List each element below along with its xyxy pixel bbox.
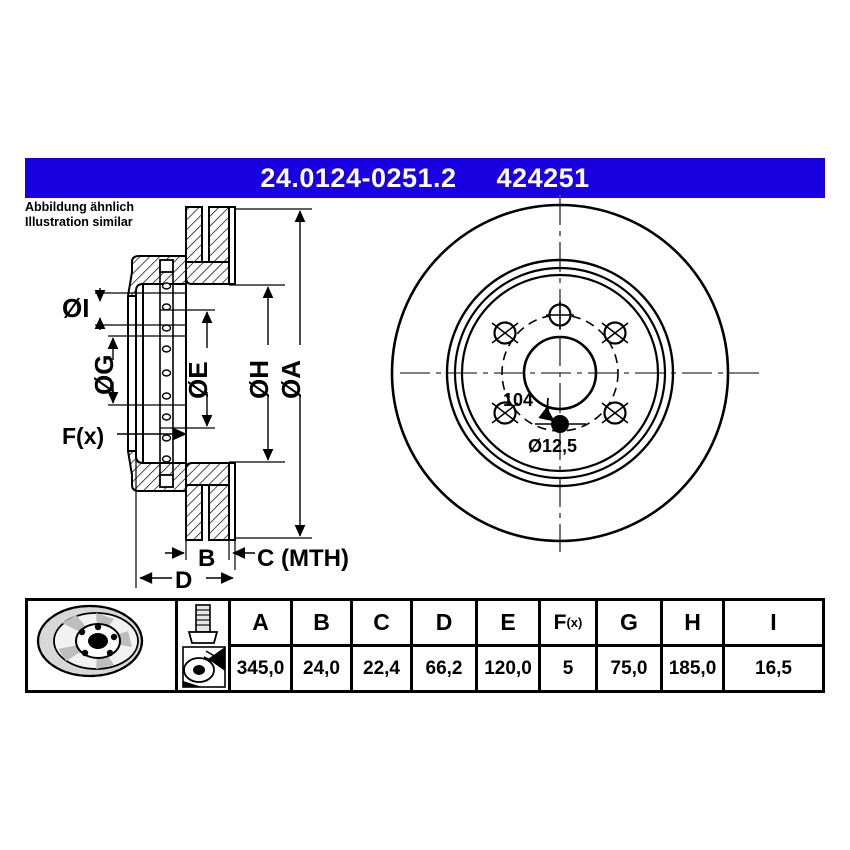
hat-outer-circle	[445, 258, 675, 488]
header-cell-fx: F(x)	[541, 601, 598, 644]
hat-inner-circle	[460, 273, 660, 473]
hub-bore-circle	[522, 335, 598, 411]
dimension-b-c: B C (MTH)	[165, 540, 349, 572]
label-d: D	[175, 567, 192, 594]
dimension-dia-a: ØA	[235, 208, 312, 539]
header-cell-g: G	[598, 601, 663, 644]
value-cell-e: 120,0	[478, 647, 541, 690]
label-dia-a: ØA	[276, 360, 306, 399]
dimension-dia-g: ØG	[89, 335, 186, 406]
part-number: 24.0124-0251.2	[260, 162, 457, 193]
bolt-hole	[491, 401, 519, 425]
hub-bell-lower	[126, 450, 187, 492]
hat-mid-circle	[453, 266, 667, 480]
value-cell-a: 345,0	[231, 647, 293, 690]
label-fx: F(x)	[62, 423, 104, 449]
illustration-note: Abbildung ähnlich Illustration similar	[25, 200, 185, 230]
header-cell-i: I	[770, 609, 777, 635]
label-dia-h: ØH	[244, 360, 274, 399]
hub-wall	[127, 256, 187, 491]
header-cell-d: D	[413, 601, 478, 644]
value-cell-g: 75,0	[598, 647, 663, 690]
fx-sub: (x)	[566, 615, 583, 630]
header-cell-b: B	[293, 601, 353, 644]
header-cell-c: C	[353, 601, 413, 644]
header-cell-e: E	[478, 601, 541, 644]
fx-base: F	[553, 610, 567, 634]
brake-disc-icon	[28, 601, 178, 690]
label-c: C (MTH)	[257, 545, 349, 572]
table-columns: A B C D E F(x) G H I 345,0 24,0 22,4 66,…	[231, 601, 822, 690]
label-bolt-circle: 104	[503, 390, 533, 410]
specification-table: A B C D E F(x) G H I 345,0 24,0 22,4 66,…	[25, 598, 825, 693]
disc-outer-circle	[390, 203, 730, 543]
note-line-en: Illustration similar	[25, 215, 133, 229]
dimension-fx: F(x)	[62, 423, 187, 449]
bolt-and-spray-icon	[178, 601, 231, 690]
value-cell-fx: 5	[541, 647, 598, 690]
dimension-dia-i: ØI	[62, 288, 186, 330]
bolt-hole	[546, 301, 574, 329]
value-cell-d: 66,2	[413, 647, 478, 690]
dimension-d: D	[135, 456, 234, 594]
label-dia-g: ØG	[89, 355, 119, 395]
label-dia-e: ØE	[183, 361, 213, 399]
title-bar: 24.0124-0251.2 424251	[25, 158, 825, 198]
bolt-hole	[601, 321, 629, 345]
value-cell-c: 22,4	[353, 647, 413, 690]
bolt-hole	[491, 321, 519, 345]
value-cell-i: 16,5	[755, 657, 792, 679]
value-cell-h: 185,0	[663, 647, 725, 690]
value-cell-b: 24,0	[293, 647, 353, 690]
header-cell-a: A	[231, 601, 293, 644]
cross-section-view: ØI ØG F(x) ØE	[62, 206, 349, 594]
dimension-dia-e: ØE	[160, 309, 215, 429]
reference-number: 424251	[496, 162, 590, 193]
table-header-row: A B C D E F(x) G H I	[231, 601, 822, 647]
hub-bell-upper	[126, 255, 187, 297]
lower-friction-ring	[185, 462, 236, 541]
upper-friction-ring	[185, 206, 236, 285]
bolt-hole	[601, 401, 629, 425]
table-value-row: 345,0 24,0 22,4 66,2 120,0 5 75,0 185,0 …	[231, 647, 822, 690]
face-view: 104 Ø12,5	[390, 195, 760, 552]
header-cell-h: H	[663, 601, 725, 644]
label-bolt-hole-dia: Ø12,5	[528, 436, 577, 456]
dimension-dia-h: ØH	[229, 284, 285, 463]
bolt-circle-leader	[538, 397, 555, 422]
vane-hole-column	[161, 282, 172, 463]
label-b: B	[198, 545, 215, 572]
center-reference-hole	[551, 415, 569, 433]
note-line-de: Abbildung ähnlich	[25, 200, 135, 214]
label-dia-i: ØI	[62, 293, 89, 323]
